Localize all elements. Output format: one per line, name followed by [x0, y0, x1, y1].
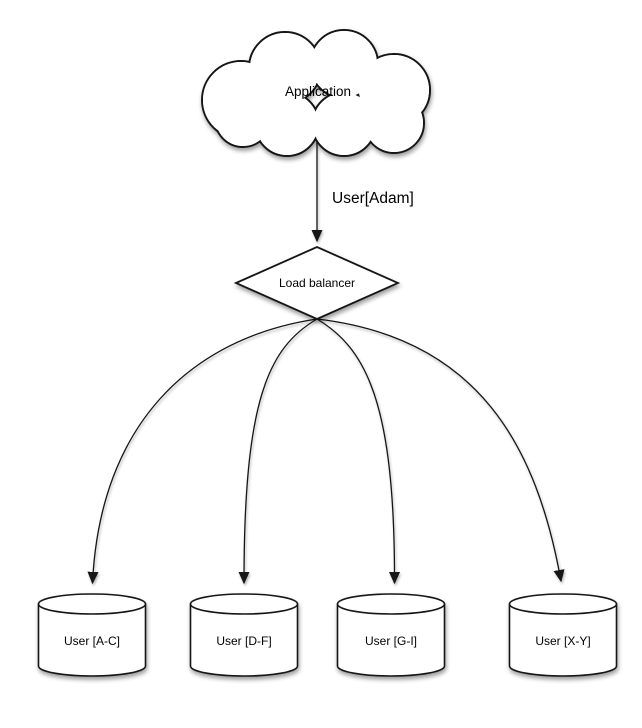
load-balancer-node [233, 246, 401, 320]
edge-loadbalancer-to-shard-gi [316, 318, 401, 585]
edge-label-user-adam: User[Adam] [332, 190, 414, 207]
cylinder-top [37, 593, 147, 615]
cylinder-top [189, 593, 299, 615]
shard-label-gi: User [G-I] [365, 634, 417, 648]
edge-loadbalancer-to-shard-ac [87, 318, 318, 585]
shard-node-xy [508, 593, 618, 677]
cloud-shape [201, 29, 431, 157]
shard-node-gi [336, 593, 446, 677]
edge-loadbalancer-to-shard-df [238, 318, 318, 585]
application-cloud-node [201, 29, 431, 157]
edge-loadbalancer-to-shard-xy [316, 318, 565, 583]
cylinder-shape [37, 604, 147, 677]
shard-label-xy: User [X-Y] [535, 634, 590, 648]
shard-node-df [189, 593, 299, 677]
cylinder-top [508, 593, 618, 615]
cylinder-shape [189, 604, 299, 677]
shard-label-ac: User [A-C] [64, 634, 120, 648]
cylinder-shape [508, 604, 618, 677]
shard-label-df: User [D-F] [216, 634, 271, 648]
diamond-shape [233, 246, 401, 320]
load-balancer-label: Load balancer [279, 276, 355, 290]
shard-node-ac [37, 593, 147, 677]
application-label: Application [285, 84, 351, 99]
edges-layer [87, 141, 565, 585]
cylinder-top [336, 593, 446, 615]
cylinder-shape [336, 604, 446, 677]
